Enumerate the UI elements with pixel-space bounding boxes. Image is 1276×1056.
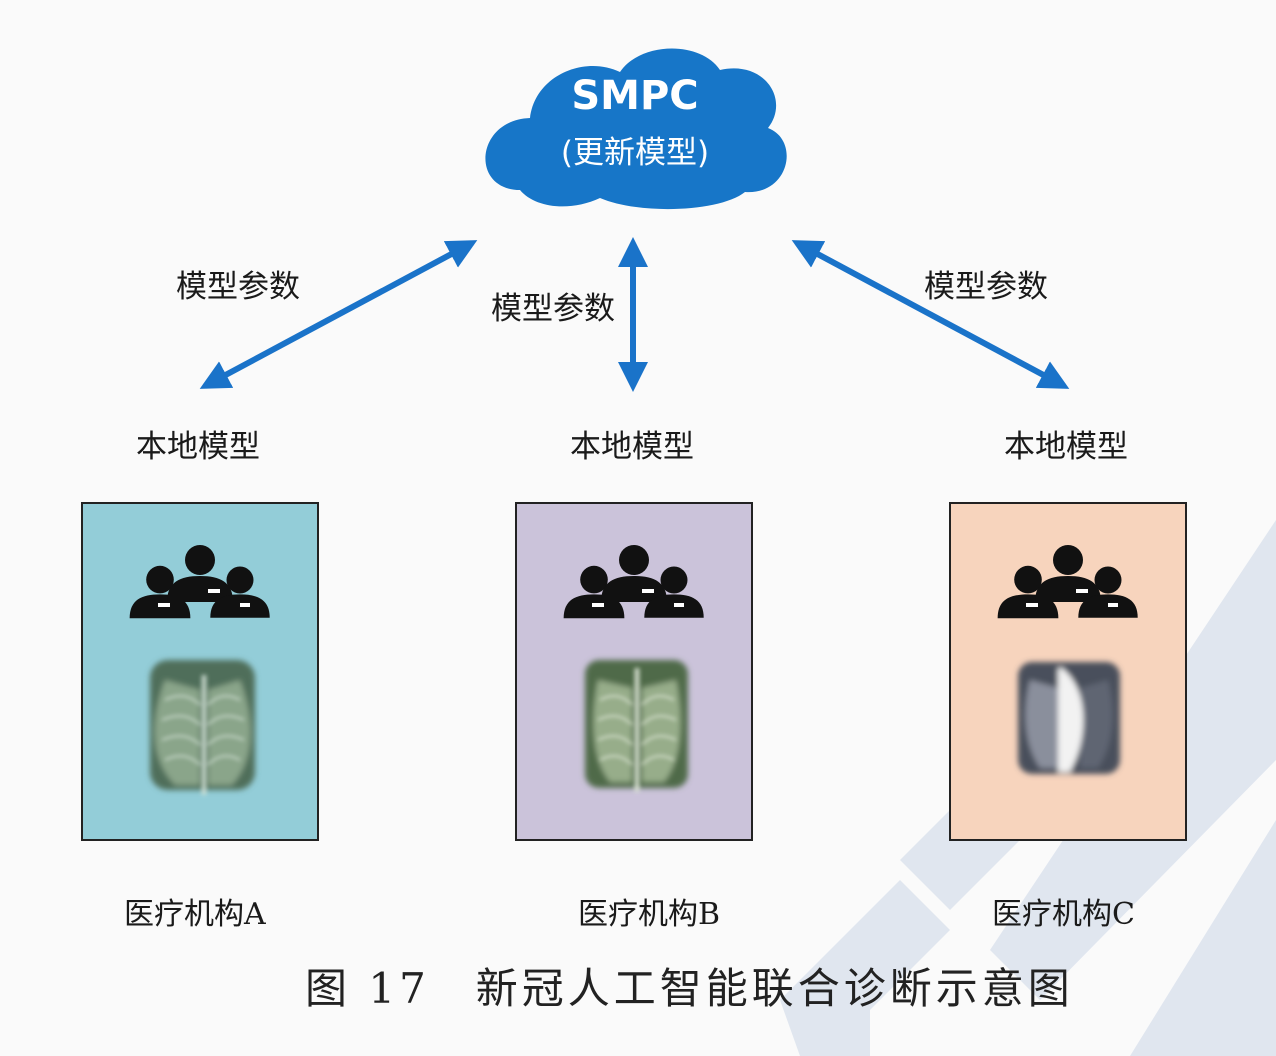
people-icon-c	[997, 545, 1138, 619]
local-model-label-c: 本地模型	[1004, 429, 1128, 465]
arrow-right	[791, 240, 1070, 389]
people-icon-b	[563, 545, 704, 619]
institution-name-c: 医疗机构C	[992, 897, 1135, 932]
edge-label-left: 模型参数	[176, 269, 300, 305]
institution-name-a: 医疗机构A	[124, 897, 266, 932]
figure-caption: 图 17 新冠人工智能联合诊断示意图	[305, 964, 1074, 1013]
people-icon-a	[129, 545, 270, 619]
smpc-subtitle: (更新模型)	[560, 135, 710, 171]
chest-xray-image-b	[585, 660, 688, 792]
local-model-label-a: 本地模型	[136, 429, 260, 465]
institution-name-b: 医疗机构B	[578, 897, 721, 932]
smpc-title: SMPC	[571, 73, 699, 119]
edge-label-right: 模型参数	[924, 269, 1048, 305]
edge-label-center: 模型参数	[491, 291, 615, 327]
arrow-left	[199, 240, 478, 389]
smpc-cloud	[485, 48, 787, 210]
chest-xray-image-c	[1018, 662, 1120, 774]
local-model-label-b: 本地模型	[570, 429, 694, 465]
chest-xray-image-a	[150, 660, 255, 795]
